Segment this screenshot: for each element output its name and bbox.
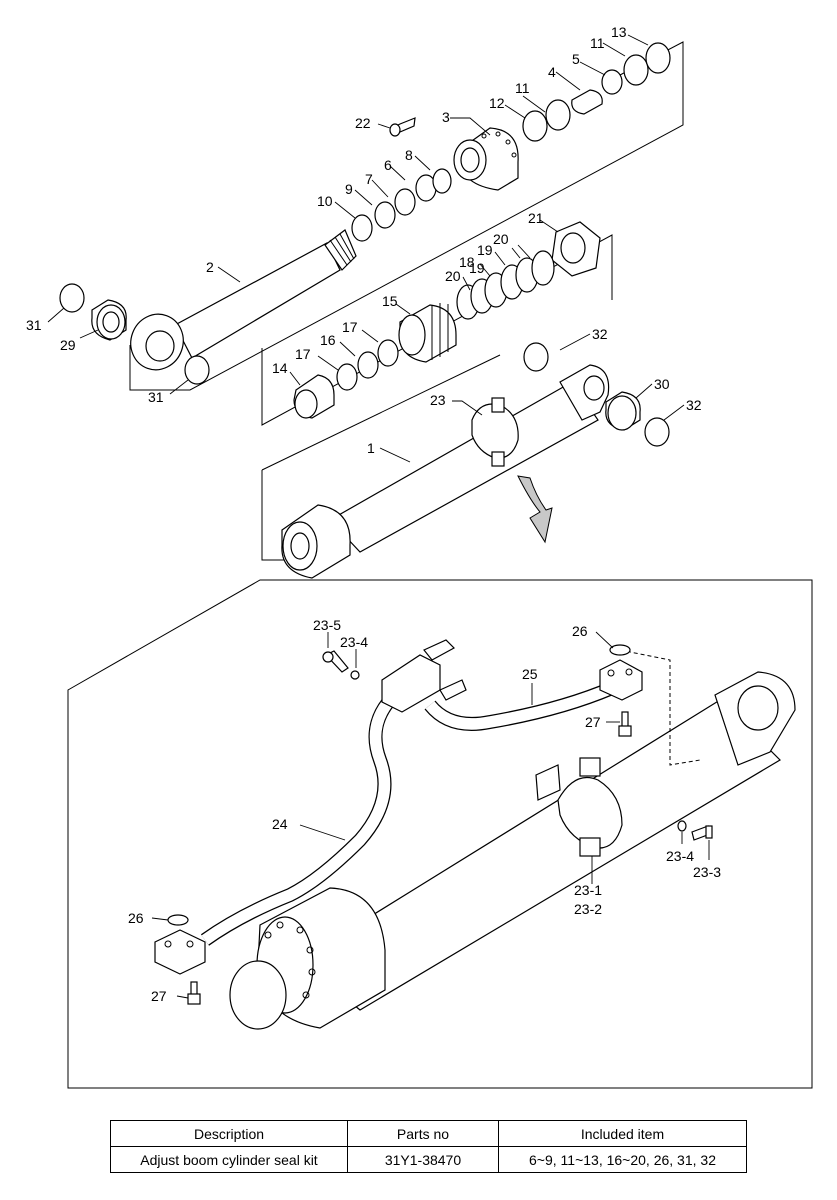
header-parts-no: Parts no [347, 1120, 499, 1147]
label-31-right: 31 [148, 389, 164, 405]
label-11-right: 11 [590, 35, 605, 51]
label-16: 16 [320, 332, 336, 348]
label-24: 24 [272, 816, 288, 832]
lock-nut [551, 221, 601, 277]
label-23-1: 23-1 [574, 882, 602, 898]
seal-kit-table: Description Parts no Included item Adjus… [110, 1120, 747, 1173]
detail-cylinder [229, 649, 796, 1030]
label-8: 8 [405, 147, 413, 163]
label-23-2: 23-2 [574, 901, 602, 917]
cell-parts-no: 31Y1-38470 [347, 1146, 499, 1173]
dust-seal-31-right [184, 355, 210, 385]
label-32-lower: 32 [686, 397, 702, 413]
label-1: 1 [367, 440, 375, 456]
label-14: 14 [272, 360, 288, 376]
o-ring-26-lower [167, 914, 189, 926]
label-3: 3 [442, 109, 450, 125]
bolt-27-lower [187, 981, 201, 1005]
label-22: 22 [355, 115, 371, 131]
dust-seal-31-left [59, 283, 85, 313]
label-19-upper: 19 [477, 242, 493, 258]
dust-seal-32-upper [523, 342, 549, 372]
header-included-item: Included item [498, 1120, 747, 1147]
bolt-23-5 [322, 650, 349, 673]
header-description: Description [110, 1120, 348, 1147]
label-23-3: 23-3 [693, 864, 721, 880]
hydraulic-pipe-25 [424, 681, 615, 731]
washer-23-4-upper [350, 670, 360, 680]
label-23: 23 [430, 392, 446, 408]
cylinder-tube [281, 364, 610, 579]
label-31-left: 31 [26, 317, 42, 333]
label-6: 6 [384, 157, 392, 173]
label-25: 25 [522, 666, 538, 682]
detail-arrow [517, 475, 553, 544]
table-header-row: Description Parts no Included item [110, 1120, 747, 1147]
dust-seal-32-lower [644, 417, 670, 447]
label-27-lower: 27 [151, 988, 167, 1004]
label-26-upper: 26 [572, 623, 588, 639]
label-23-5: 23-5 [313, 617, 341, 633]
label-4: 4 [548, 64, 556, 80]
label-7: 7 [365, 171, 373, 187]
label-19-lower: 19 [469, 260, 485, 276]
label-13: 13 [611, 24, 627, 40]
rod-cover-gland [453, 127, 519, 191]
cell-included-item: 6~9, 11~13, 16~20, 26, 31, 32 [498, 1146, 747, 1173]
ring-16 [357, 351, 379, 379]
flange-block-upper [599, 659, 643, 701]
hydraulic-pipe-24 [200, 684, 405, 946]
bolt-27-upper [618, 711, 632, 737]
label-12: 12 [489, 95, 505, 111]
rod-bushing [91, 299, 127, 341]
label-26-lower: 26 [128, 910, 144, 926]
detail-clamp [535, 757, 623, 857]
label-27-upper: 27 [585, 714, 601, 730]
seal-rings-upper [351, 42, 671, 242]
washer-23-4-lower [677, 820, 687, 832]
label-20-upper: 20 [493, 231, 509, 247]
label-10: 10 [317, 193, 333, 209]
cushion-ring [293, 374, 335, 419]
label-23-4-upper: 23-4 [340, 634, 368, 650]
label-5: 5 [572, 51, 580, 67]
label-2: 2 [206, 259, 214, 275]
flange-block-lower [154, 929, 206, 975]
label-9: 9 [345, 181, 353, 197]
piston-rings [456, 250, 555, 320]
label-20-lower: 20 [445, 268, 461, 284]
pipe-clamp [471, 397, 519, 467]
piston-rod [130, 229, 357, 371]
table-row: Adjust boom cylinder seal kit 31Y1-38470… [110, 1146, 747, 1173]
label-21: 21 [528, 210, 544, 226]
rod-assembly-frame [129, 41, 684, 391]
detail-frame [67, 579, 813, 1089]
cell-description: Adjust boom cylinder seal kit [110, 1146, 348, 1173]
callout-labels: 1 2 3 4 5 6 7 8 9 10 11 11 12 13 14 15 1… [26, 24, 721, 1004]
tube-bushing [605, 391, 641, 431]
label-15: 15 [382, 293, 398, 309]
label-32-upper: 32 [592, 326, 608, 342]
socket-bolt [389, 117, 416, 137]
ring-17-upper [377, 339, 399, 367]
label-11-left: 11 [515, 80, 530, 96]
label-18: 18 [459, 254, 475, 270]
leader-lines [47, 34, 710, 999]
label-30: 30 [654, 376, 670, 392]
label-23-4-lower: 23-4 [666, 848, 694, 864]
label-17-lower: 17 [295, 346, 311, 362]
label-17-upper: 17 [342, 319, 358, 335]
piston [398, 303, 457, 363]
valve-block [381, 639, 467, 713]
exploded-parts-diagram: 1 2 3 4 5 6 7 8 9 10 11 11 12 13 14 15 1… [26, 24, 813, 1089]
bolt-23-3 [691, 825, 713, 841]
label-29: 29 [60, 337, 76, 353]
ring-17-lower [336, 363, 358, 391]
o-ring-26-upper [609, 644, 631, 656]
